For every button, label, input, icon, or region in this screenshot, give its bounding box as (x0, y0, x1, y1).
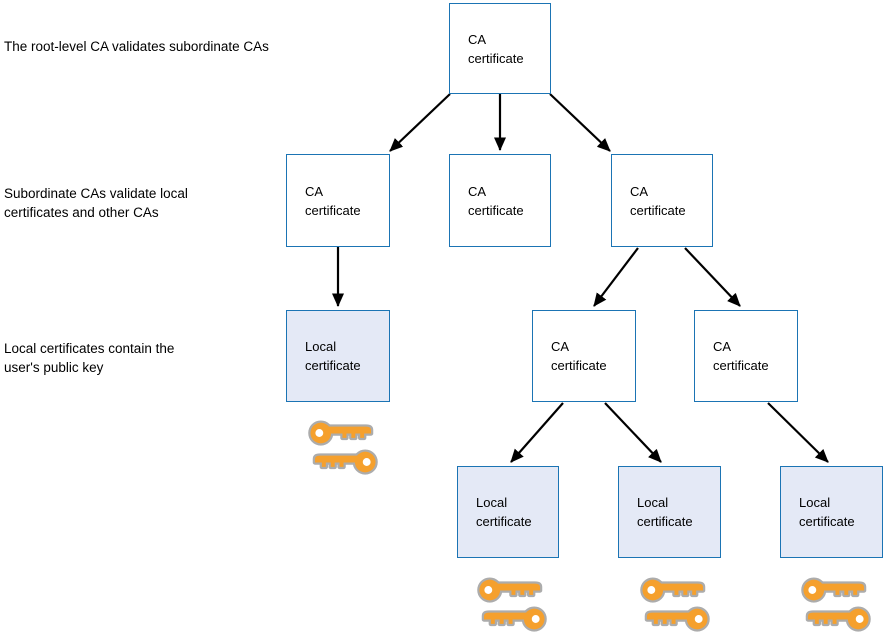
key-icon (644, 606, 710, 632)
node-label: CA certificate (551, 337, 607, 375)
arrow-ca-int-1-to-local-3 (604, 402, 662, 463)
node-label-line: certificate (468, 50, 524, 66)
node-label: CA certificate (630, 182, 686, 220)
key-icon (801, 577, 867, 603)
node-label: Local certificate (305, 337, 361, 375)
arrow-ca-root-to-ca-sub-3 (549, 93, 611, 152)
arrow-ca-sub-3-to-ca-int-2 (684, 247, 741, 307)
key-icon (805, 606, 871, 632)
node-ca-int-1: CA certificate (532, 310, 636, 402)
node-label: CA certificate (713, 337, 769, 375)
node-label-line: Local (476, 495, 508, 510)
node-label-line: certificate (305, 202, 361, 218)
annotation-line: The root-level CA validates subordinate … (4, 39, 269, 54)
arrow-lines (332, 93, 829, 463)
node-label-line: CA (468, 183, 487, 199)
node-label-line: Local (305, 339, 337, 354)
node-label: Local certificate (637, 493, 693, 531)
annotation-line: Subordinate CAs validate local (4, 186, 188, 201)
node-label: Local certificate (799, 493, 855, 531)
key-pair-local-1 (307, 418, 381, 478)
node-ca-sub-3: CA certificate (611, 154, 713, 247)
annotation-line: Local certificates contain the (4, 341, 175, 356)
arrow-ca-root-to-ca-sub-1 (389, 93, 451, 152)
node-local-4: Local certificate (780, 466, 883, 558)
node-label-line: certificate (476, 514, 532, 529)
annotation-level-1-note: The root-level CA validates subordinate … (4, 37, 269, 56)
key-icon (481, 606, 547, 632)
node-label: CA certificate (305, 182, 361, 220)
key-icon (640, 577, 706, 603)
node-label: CA certificate (468, 182, 524, 220)
node-label: Local certificate (476, 493, 532, 531)
annotation-level-2-note: Subordinate CAs validate local certificat… (4, 184, 188, 222)
key-icon (308, 420, 374, 446)
node-label-line: certificate (551, 358, 607, 373)
key-icon (312, 449, 378, 475)
node-label-line: certificate (637, 514, 693, 529)
annotation-line: user's public key (4, 360, 104, 375)
node-ca-sub-2: CA certificate (449, 154, 551, 247)
node-label-line: certificate (305, 358, 361, 373)
node-local-1: Local certificate (286, 310, 390, 402)
arrow-ca-int-1-to-local-2 (510, 402, 564, 463)
key-pair-local-4 (800, 575, 874, 633)
node-label-line: CA (630, 183, 649, 199)
node-label-line: CA (468, 31, 487, 47)
node-label-line: Local (637, 495, 669, 510)
arrow-ca-sub-3-to-ca-int-1 (593, 247, 639, 307)
node-label-line: CA (713, 339, 732, 354)
node-label-line: certificate (799, 514, 855, 529)
node-label-line: certificate (713, 358, 769, 373)
node-local-3: Local certificate (618, 466, 721, 558)
annotation-level-3-note: Local certificates contain the user's pub… (4, 339, 174, 377)
key-pair-local-3 (639, 575, 713, 633)
annotation-line: certificates and other CAs (4, 205, 159, 220)
node-label-line: certificate (630, 202, 686, 218)
node-label-line: CA (305, 183, 324, 199)
key-icon (477, 577, 543, 603)
node-label-line: CA (551, 339, 570, 354)
node-ca-root: CA certificate (449, 3, 551, 94)
node-ca-int-2: CA certificate (694, 310, 798, 402)
node-ca-sub-1: CA certificate (286, 154, 390, 247)
node-local-2: Local certificate (457, 466, 559, 558)
arrow-ca-int-2-to-local-4 (767, 402, 829, 463)
node-label: CA certificate (468, 30, 524, 68)
key-pair-local-2 (476, 575, 550, 633)
node-label-line: Local (799, 495, 831, 510)
node-label-line: certificate (468, 202, 524, 218)
